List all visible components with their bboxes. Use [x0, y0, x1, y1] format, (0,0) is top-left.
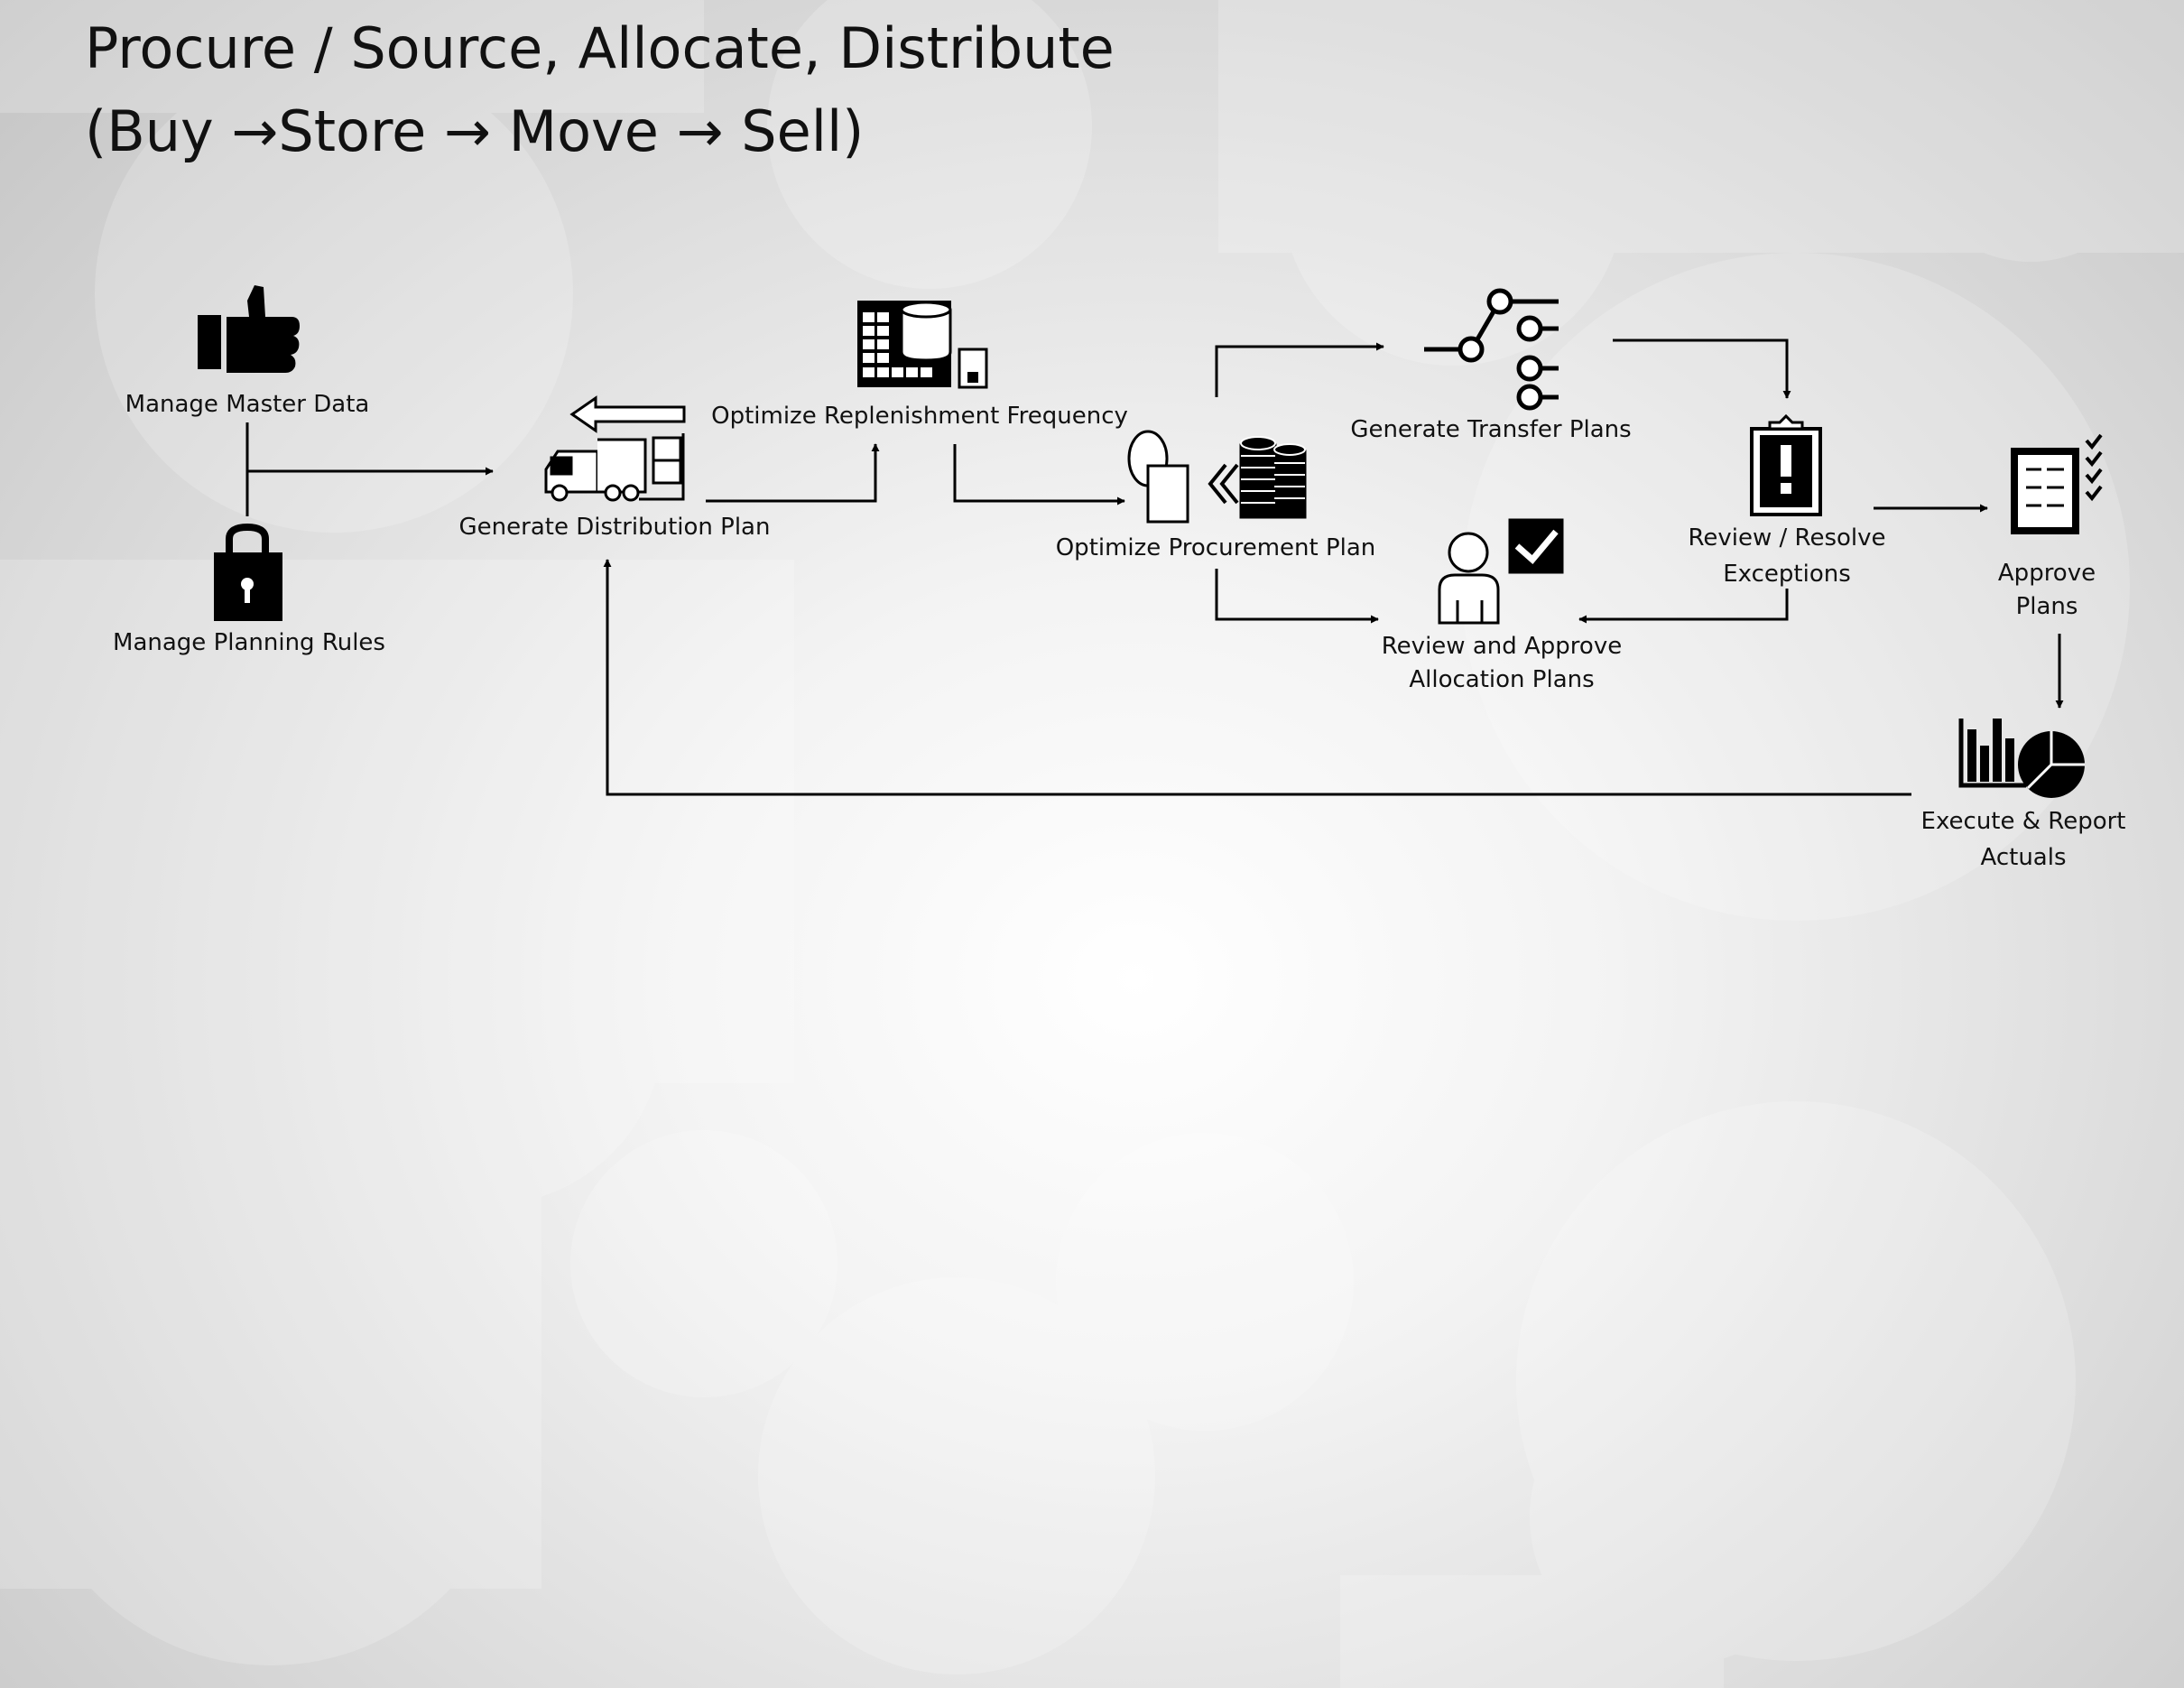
- node-execute-report-actuals[interactable]: Execute & Report Actuals: [1921, 803, 2126, 876]
- calendar-database-icon: [857, 301, 988, 389]
- node-generate-transfer-plans[interactable]: Generate Transfer Plans: [1350, 416, 1632, 443]
- node-label-line: Actuals: [1980, 844, 2067, 871]
- node-label-line: Review / Resolve: [1688, 524, 1886, 552]
- node-label-line: Plans: [2015, 593, 2078, 620]
- coin-stack-icon: [1127, 430, 1307, 524]
- page-title-line-1: Procure / Source, Allocate, Distribute: [85, 15, 1115, 81]
- delivery-truck-icon: [544, 395, 686, 502]
- arrow-distribution-to-replenishment: [706, 443, 880, 503]
- page-title-line-2: (Buy →Store → Move → Sell): [85, 98, 865, 164]
- arrow-execute-to-distribution-loop: [603, 559, 1911, 796]
- page-title: Procure / Source, Allocate, Distribute (…: [85, 7, 1115, 173]
- clipboard-alert-icon: [1750, 413, 1822, 516]
- node-manage-master-data[interactable]: Manage Master Data: [125, 391, 370, 418]
- node-label-line: Allocation Plans: [1409, 666, 1595, 693]
- connectors: [245, 339, 2064, 796]
- user-checkmark-icon: [1438, 518, 1564, 625]
- node-label-line: Exceptions: [1723, 561, 1851, 588]
- node-review-resolve-exceptions[interactable]: Review / Resolve Exceptions: [1688, 520, 1885, 592]
- switch-icon: [1424, 288, 1559, 411]
- thumbs-up-icon: [198, 285, 300, 373]
- padlock-icon: [214, 523, 282, 621]
- node-generate-distribution-plan[interactable]: Generate Distribution Plan: [458, 514, 771, 541]
- arrow-exceptions-to-allocation-review: [1578, 589, 1789, 624]
- node-manage-planning-rules[interactable]: Manage Planning Rules: [113, 629, 385, 656]
- node-optimize-procurement-plan[interactable]: Optimize Procurement Plan: [1055, 534, 1376, 561]
- arrow-transfer-to-exceptions: [1613, 339, 1791, 399]
- node-approve-plans[interactable]: Approve Plans: [1998, 557, 2096, 624]
- checklist-icon: [2011, 433, 2103, 534]
- arrow-replenishment-to-procurement: [953, 444, 1125, 505]
- node-optimize-replenishment-frequency[interactable]: Optimize Replenishment Frequency: [711, 403, 1128, 430]
- node-label-line: Execute & Report: [1920, 808, 2126, 835]
- node-label-line: Approve: [1997, 560, 2096, 587]
- node-review-approve-allocation-plans[interactable]: Review and Approve Allocation Plans: [1382, 630, 1622, 697]
- arrow-procurement-to-allocation-review: [1215, 569, 1379, 624]
- node-label-line: Review and Approve: [1381, 633, 1623, 660]
- arrow-procurement-to-transfer: [1215, 342, 1384, 397]
- bar-pie-chart-icon: [1958, 719, 2085, 798]
